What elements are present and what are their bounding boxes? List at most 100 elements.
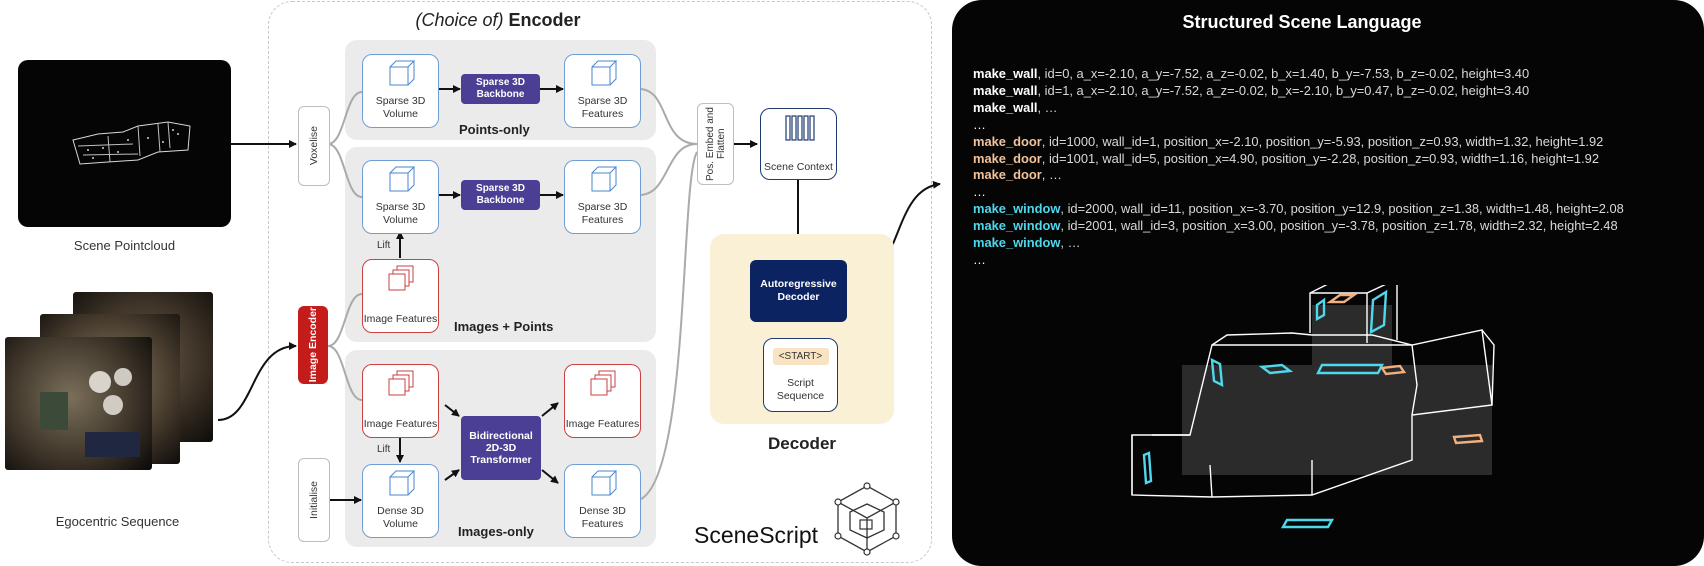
ssl-params: , id=1001, wall_id=5, position_x=4.90, p… (1041, 150, 1599, 166)
ssl-params: , id=1000, wall_id=1, position_x=-2.10, … (1041, 133, 1604, 149)
egocentric-sequence-caption: Egocentric Sequence (55, 514, 180, 529)
ego-frame-1 (5, 337, 152, 470)
ssl-code-line: make_wall, … (973, 100, 1624, 117)
ssl-params: , id=2001, wall_id=3, position_x=3.00, p… (1060, 218, 1618, 234)
script-sequence-label: Script Sequence (776, 377, 825, 402)
voxelise-label: Voxelise (308, 126, 320, 166)
points-only-label: Points-only (459, 122, 530, 137)
scenescript-wordmark: SceneScript (694, 522, 819, 548)
ssl-command-door: make_door (973, 133, 1042, 149)
ssl-code-line: make_door, id=1001, wall_id=5, position_… (973, 151, 1624, 168)
ssl-code-line: make_wall, id=1, a_x=-2.10, a_y=-7.52, a… (973, 83, 1624, 100)
images-points-label: Images + Points (454, 319, 554, 334)
encoder-title-main: Encoder (508, 10, 581, 30)
io-image-features-out-label: Image Features (565, 418, 640, 430)
ssl-command-wall: make_wall (973, 99, 1038, 115)
structured-scene-language-panel: Structured Scene Language make_wall, id=… (952, 0, 1704, 566)
image-encoder-label: Image Encoder (307, 307, 319, 383)
pos-embed-box: Pos. Embed and Flatten (697, 103, 734, 185)
pos-embed-label: Pos. Embed and Flatten (704, 107, 727, 181)
voxelise-box: Voxelise (298, 106, 330, 186)
ssl-params: … (973, 251, 986, 267)
script-sequence-node: <START> Script Sequence (763, 338, 838, 412)
ssl-params: , … (1060, 235, 1081, 251)
scene-context-node: Scene Context (760, 108, 837, 180)
io-image-features-in-label: Image Features (363, 418, 438, 430)
ssl-code-line: … (973, 184, 1624, 201)
io-dense-volume-node: Dense 3D Volume (362, 464, 439, 538)
po-sparse-features-label: Sparse 3D Features (577, 95, 628, 120)
scenescript-logo-icon (834, 482, 900, 556)
ssl-command-window: make_window (973, 235, 1061, 251)
ip-sparse-backbone: Sparse 3D Backbone (461, 180, 540, 210)
ssl-command-door: make_door (973, 150, 1042, 166)
ip-sparse-volume-label: Sparse 3D Volume (375, 201, 426, 226)
images-only-label: Images-only (458, 524, 534, 539)
ssl-code-line: make_window, id=2001, wall_id=3, positio… (973, 218, 1624, 235)
po-sparse-backbone: Sparse 3D Backbone (461, 74, 540, 104)
pointcloud-render (72, 121, 191, 165)
egocentric-sequence-images (0, 290, 215, 470)
encoder-title-prefix: (Choice of) (415, 10, 504, 30)
cube-icon (389, 470, 416, 496)
io-dense-volume-label: Dense 3D Volume (377, 505, 424, 530)
ssl-code-line: make_door, id=1000, wall_id=1, position_… (973, 134, 1624, 151)
po-sparse-volume-node: Sparse 3D Volume (362, 54, 439, 128)
encoder-region (268, 1, 932, 563)
io-dense-features-label: Dense 3D Features (579, 505, 626, 530)
ssl-params: … (973, 116, 986, 132)
autoregressive-decoder: Autoregressive Decoder (750, 260, 847, 322)
decoder-label: Decoder (767, 434, 837, 453)
io-bidirectional-transformer: Bidirectional 2D-3D Transformer (461, 416, 541, 480)
cube-icon (591, 166, 618, 192)
ssl-code-line: … (973, 117, 1624, 134)
cube-icon (389, 166, 416, 192)
image-stack-icon (388, 265, 414, 291)
ssl-command-wall: make_wall (973, 66, 1038, 81)
scene-layout-render (1131, 285, 1495, 529)
ssl-code-block: make_wall, id=0, a_x=-2.10, a_y=-7.52, a… (973, 66, 1624, 269)
ssl-code-line: make_window, id=2000, wall_id=11, positi… (973, 201, 1624, 218)
initialise-box: Initialise (298, 458, 330, 542)
ssl-params: , … (1041, 167, 1062, 183)
tokens-icon (785, 115, 815, 141)
ssl-command-window: make_window (973, 201, 1061, 217)
cube-icon (389, 60, 416, 86)
ssl-command-window: make_window (973, 218, 1061, 234)
scene-context-label: Scene Context (764, 161, 833, 173)
ip-lift-label: Lift (377, 240, 391, 251)
ssl-code-line: make_window, … (973, 235, 1624, 252)
ssl-params: … (973, 184, 986, 200)
io-dense-features-node: Dense 3D Features (564, 464, 641, 538)
ssl-code-line: … (973, 252, 1624, 269)
ip-sparse-features-node: Sparse 3D Features (564, 160, 641, 234)
encoder-title: (Choice of) Encoder (268, 10, 728, 31)
ssl-command-door: make_door (973, 167, 1042, 183)
ssl-code-line: make_door, … (973, 167, 1624, 184)
ssl-params: , id=0, a_x=-2.10, a_y=-7.52, a_z=-0.02,… (1037, 66, 1530, 81)
scene-pointcloud-image (18, 60, 231, 227)
image-stack-icon (388, 370, 414, 396)
initialise-label: Initialise (308, 481, 320, 519)
io-lift-label: Lift (377, 444, 391, 455)
start-token: <START> (772, 348, 829, 365)
ssl-code-line: make_wall, id=0, a_x=-2.10, a_y=-7.52, a… (973, 66, 1624, 83)
ssl-params: , … (1037, 99, 1058, 115)
io-image-features-in-node: Image Features (362, 364, 439, 438)
ssl-command-wall: make_wall (973, 82, 1038, 98)
ip-sparse-volume-node: Sparse 3D Volume (362, 160, 439, 234)
cube-icon (591, 60, 618, 86)
ip-image-features-node: Image Features (362, 259, 439, 333)
ip-sparse-features-label: Sparse 3D Features (577, 201, 628, 226)
ssl-params: , id=2000, wall_id=11, position_x=-3.70,… (1060, 201, 1624, 217)
ssl-title: Structured Scene Language (1182, 12, 1422, 32)
io-image-features-out-node: Image Features (564, 364, 641, 438)
image-encoder-box: Image Encoder (298, 306, 328, 384)
ssl-params: , id=1, a_x=-2.10, a_y=-7.52, a_z=-0.02,… (1037, 82, 1530, 98)
po-sparse-volume-label: Sparse 3D Volume (375, 95, 426, 120)
po-sparse-features-node: Sparse 3D Features (564, 54, 641, 128)
scene-pointcloud-caption: Scene Pointcloud (73, 238, 176, 253)
cube-icon (591, 470, 618, 496)
image-stack-icon (590, 370, 616, 396)
ip-image-features-label: Image Features (363, 313, 438, 325)
